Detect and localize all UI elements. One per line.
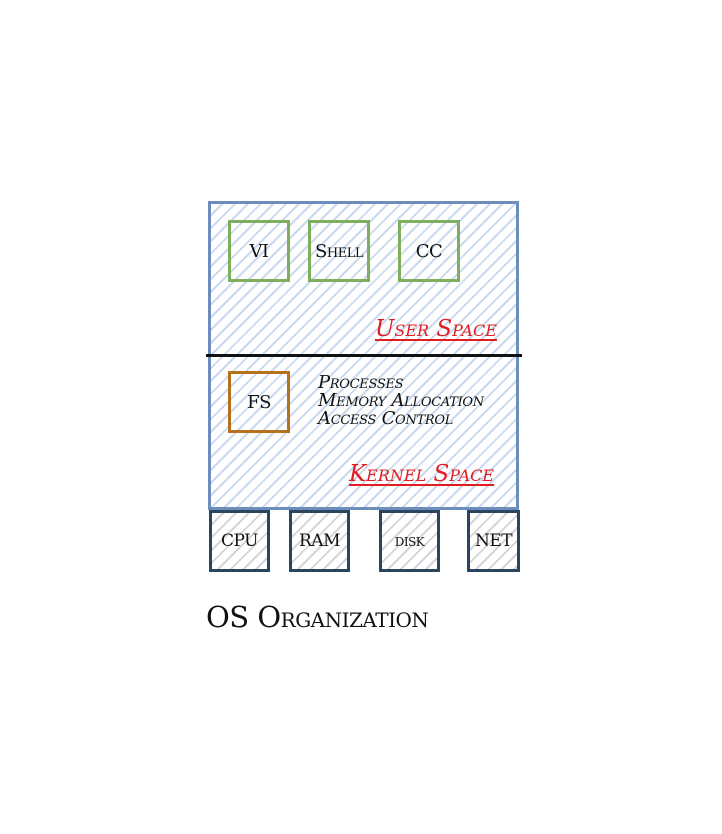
hardware-disk: disk bbox=[379, 510, 440, 572]
kernel-space-label: Kernel Space bbox=[349, 461, 495, 487]
user-space-label: User Space bbox=[375, 316, 497, 342]
kernel-module-fs: FS bbox=[228, 371, 290, 433]
program-cc: CC bbox=[398, 220, 460, 282]
program-vi: VI bbox=[228, 220, 290, 282]
hardware-ram: RAM bbox=[289, 510, 350, 572]
user-kernel-divider bbox=[206, 354, 522, 357]
hardware-cpu: CPU bbox=[209, 510, 270, 572]
kernel-features-list: Processes Memory Allocation Access Contr… bbox=[318, 374, 484, 428]
program-shell: Shell bbox=[308, 220, 370, 282]
hardware-net: NET bbox=[467, 510, 520, 572]
kernel-feature-access-control: Access Control bbox=[318, 408, 454, 429]
kernel-feature-memory-allocation: Memory Allocation bbox=[318, 390, 484, 411]
diagram-title: OS Organization bbox=[206, 600, 429, 634]
kernel-feature-processes: Processes bbox=[318, 372, 404, 393]
